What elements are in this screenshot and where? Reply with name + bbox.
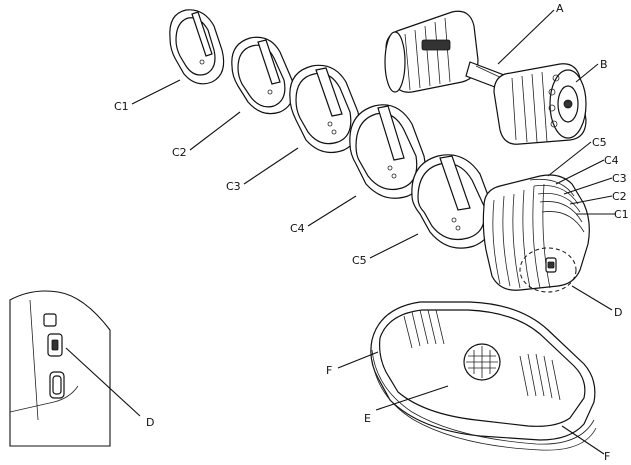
label-e: E: [364, 412, 371, 425]
plate-c1: [170, 10, 224, 84]
label-c3: C3: [226, 180, 241, 193]
plate-c2: [232, 37, 294, 113]
label-c5: C5: [352, 254, 367, 267]
plate-stack: [483, 175, 589, 292]
label-stack-c3: C3: [612, 172, 627, 185]
label-stack-c4: C4: [604, 154, 619, 167]
label-c2: C2: [172, 146, 187, 159]
label-b: B: [600, 58, 608, 71]
label-d-inset: D: [146, 416, 154, 429]
label-d-main: D: [614, 306, 622, 319]
handle-left-end: [385, 11, 478, 92]
handle-right-end: [494, 64, 586, 144]
base-tray: [371, 302, 596, 450]
label-stack-c2: C2: [612, 190, 627, 203]
plate-c5: [412, 155, 493, 248]
label-c4: C4: [290, 222, 305, 235]
plate-c3: [290, 65, 360, 152]
label-a: A: [556, 2, 564, 15]
label-f-left: F: [326, 364, 332, 377]
dumbbell-handle-assembly: [385, 11, 586, 144]
label-stack-c5: C5: [592, 136, 607, 149]
inset-detail: [10, 291, 110, 446]
label-c1: C1: [114, 100, 129, 113]
label-f-right: F: [604, 450, 610, 463]
label-stack-c1: C1: [614, 208, 629, 221]
